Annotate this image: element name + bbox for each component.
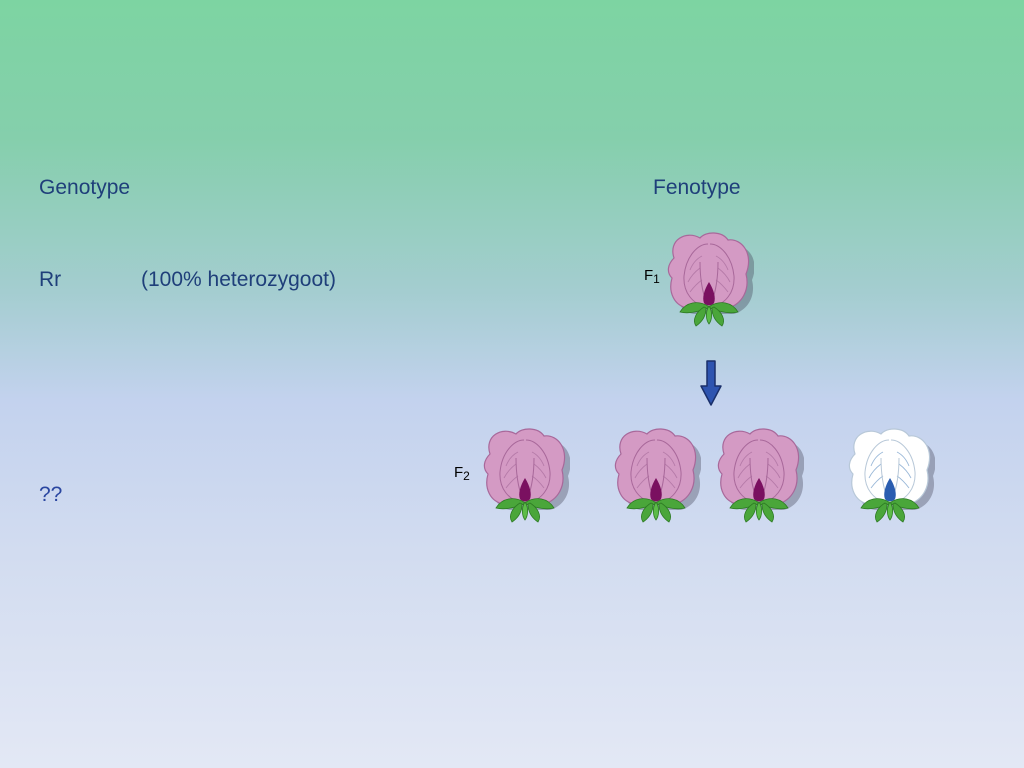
down-arrow-icon [700,360,722,406]
f1-label-letter: F [644,267,654,284]
f2-purple-flower-icon [614,428,701,523]
f1-label-sub: 1 [653,272,660,286]
f1-generation-label: F1 [644,268,660,285]
f2-genotype: ?? [39,483,63,506]
f2-label-letter: F [454,464,464,481]
f2-white-flower-icon [848,428,935,523]
f1-genotype: Rr [39,268,62,291]
f1-description: (100% heterozygoot) [141,268,336,291]
fenotype-heading: Fenotype [653,176,741,199]
genotype-heading: Genotype [39,176,131,199]
f2-generation-label: F2 [454,465,470,482]
f2-purple-flower-icon [483,428,570,523]
f2-label-sub: 2 [463,469,470,483]
f2-purple-flower-icon [717,428,804,523]
f1-purple-flower-icon [667,232,754,327]
